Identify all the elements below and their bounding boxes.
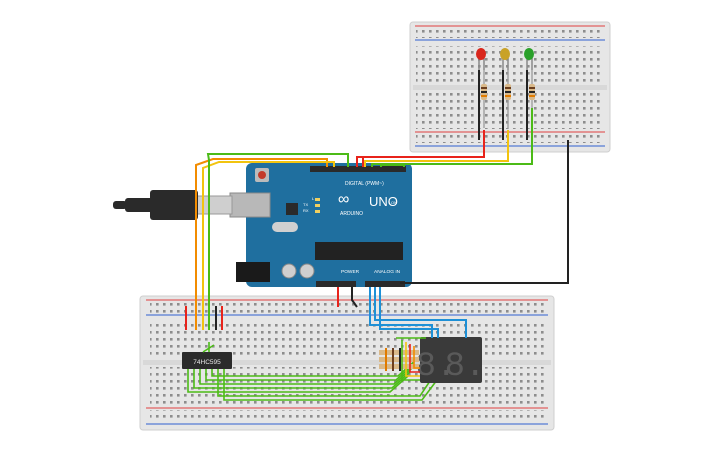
power-jack[interactable] [236, 262, 270, 282]
analog-header[interactable] [365, 281, 405, 287]
tx-label: TX [303, 202, 308, 207]
analog-label: ANALOG IN [374, 269, 401, 275]
reset-button[interactable] [258, 171, 266, 179]
display-segment-wires [396, 337, 426, 381]
led-ground-jumpers [478, 70, 528, 140]
resistor-2[interactable] [505, 70, 511, 128]
yellow-led[interactable] [500, 48, 510, 70]
usb-cable[interactable] [113, 190, 233, 220]
power-label: POWER [341, 269, 360, 275]
infinity-logo-icon: ∞ [338, 191, 349, 208]
power-wires [185, 287, 358, 330]
ground-wire [400, 140, 569, 284]
power-header[interactable] [316, 281, 356, 287]
segment-resistors [379, 348, 419, 371]
shift-register-chip[interactable]: 74HC595 [182, 352, 232, 369]
shift-register-label: 74HC595 [193, 359, 221, 366]
resistor-1[interactable] [481, 70, 487, 128]
display-blue-wires [369, 287, 467, 338]
board-model: UNO [369, 194, 398, 209]
green-led-body [524, 48, 534, 60]
usb-port[interactable] [229, 192, 271, 218]
arduino-logo-text: ARDUINO [340, 211, 363, 217]
red-led[interactable] [476, 48, 486, 70]
on-label: ON [391, 200, 397, 205]
seven-segment-display[interactable]: 8. 8. [416, 337, 486, 386]
digit-1: 8. [416, 348, 457, 386]
green-led[interactable] [524, 48, 534, 70]
rx-label: RX [303, 208, 309, 213]
digital-label: DIGITAL (PWM~) [345, 181, 384, 187]
red-led-body [476, 48, 486, 60]
led-signal-wires [356, 108, 533, 167]
yellow-led-body [500, 48, 510, 60]
digital-header[interactable] [310, 166, 406, 172]
atmega-chip [315, 242, 403, 260]
arduino-board[interactable]: ∞ ARDUINO UNO DIGITAL (PWM~) POWER ANALO… [229, 163, 412, 287]
l-label: L [312, 196, 315, 201]
digit-2: 8. [445, 348, 486, 386]
shift-register-wires [195, 153, 349, 330]
